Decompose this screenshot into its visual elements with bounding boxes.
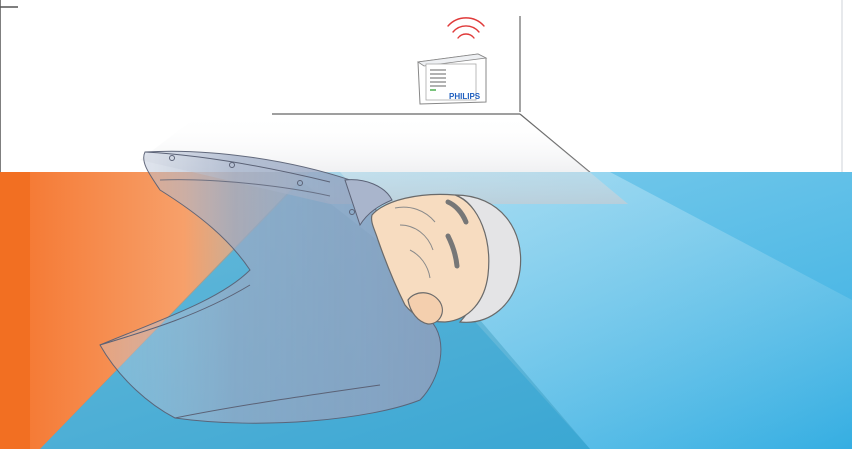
brand-logo: PHILIPS <box>449 92 481 101</box>
